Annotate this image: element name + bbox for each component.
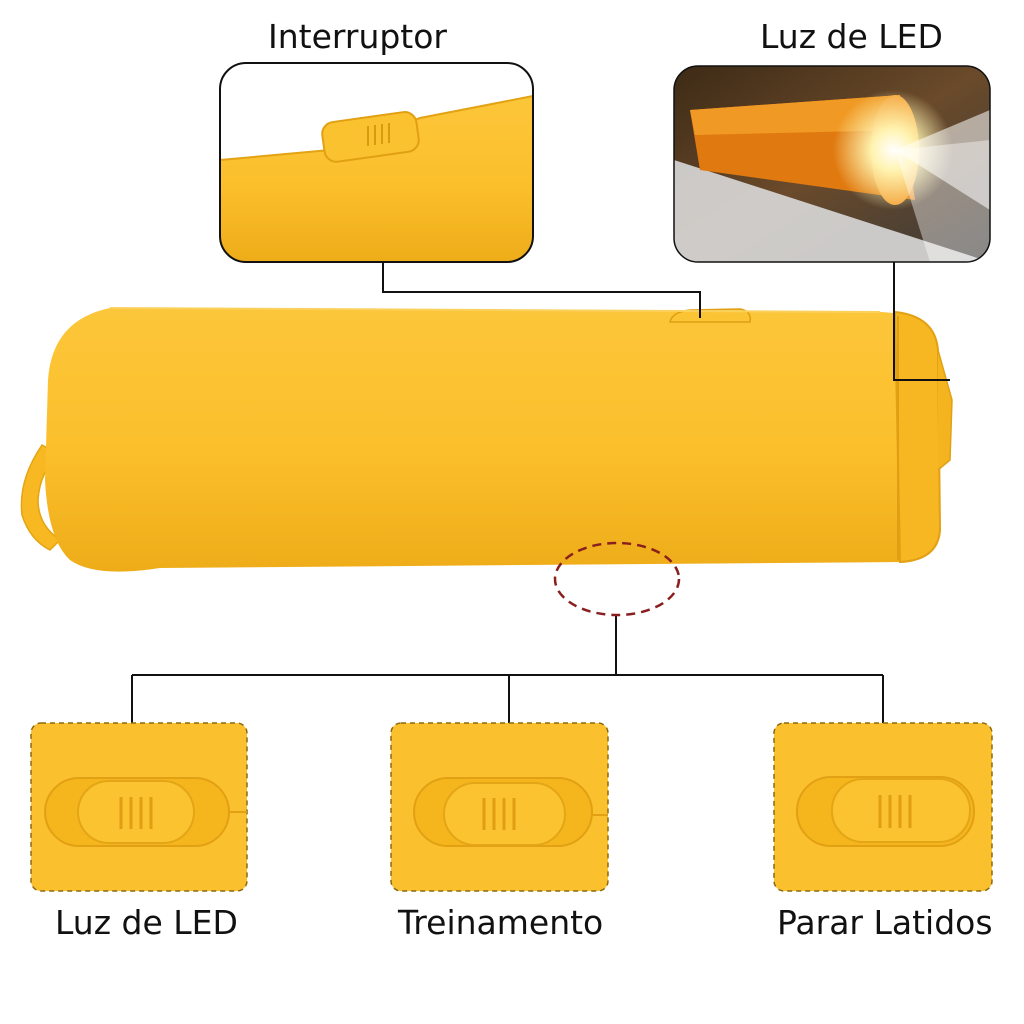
led-detail-panel: [673, 65, 991, 263]
callout-connectors: [131, 262, 950, 723]
mode-switch-highlight-circle: [553, 541, 681, 617]
mode-panel-training: [390, 722, 609, 892]
power-switch: [669, 308, 752, 323]
mode-panel-led: [30, 722, 248, 892]
device-body: [20, 307, 953, 572]
led-head: [893, 310, 942, 564]
mode-panel-stop-barking: [773, 722, 993, 892]
lanyard-loop: [20, 444, 62, 551]
mode-label-training: Treinamento: [398, 903, 604, 942]
mode-label-stop-barking: Parar Latidos: [777, 903, 993, 942]
mode-label-led: Luz de LED: [55, 903, 238, 942]
switch-detail-panel: [219, 62, 534, 263]
mode-slider-knob: [77, 780, 195, 844]
led-callout-label: Luz de LED: [760, 17, 943, 56]
switch-callout-label: Interruptor: [268, 17, 448, 56]
